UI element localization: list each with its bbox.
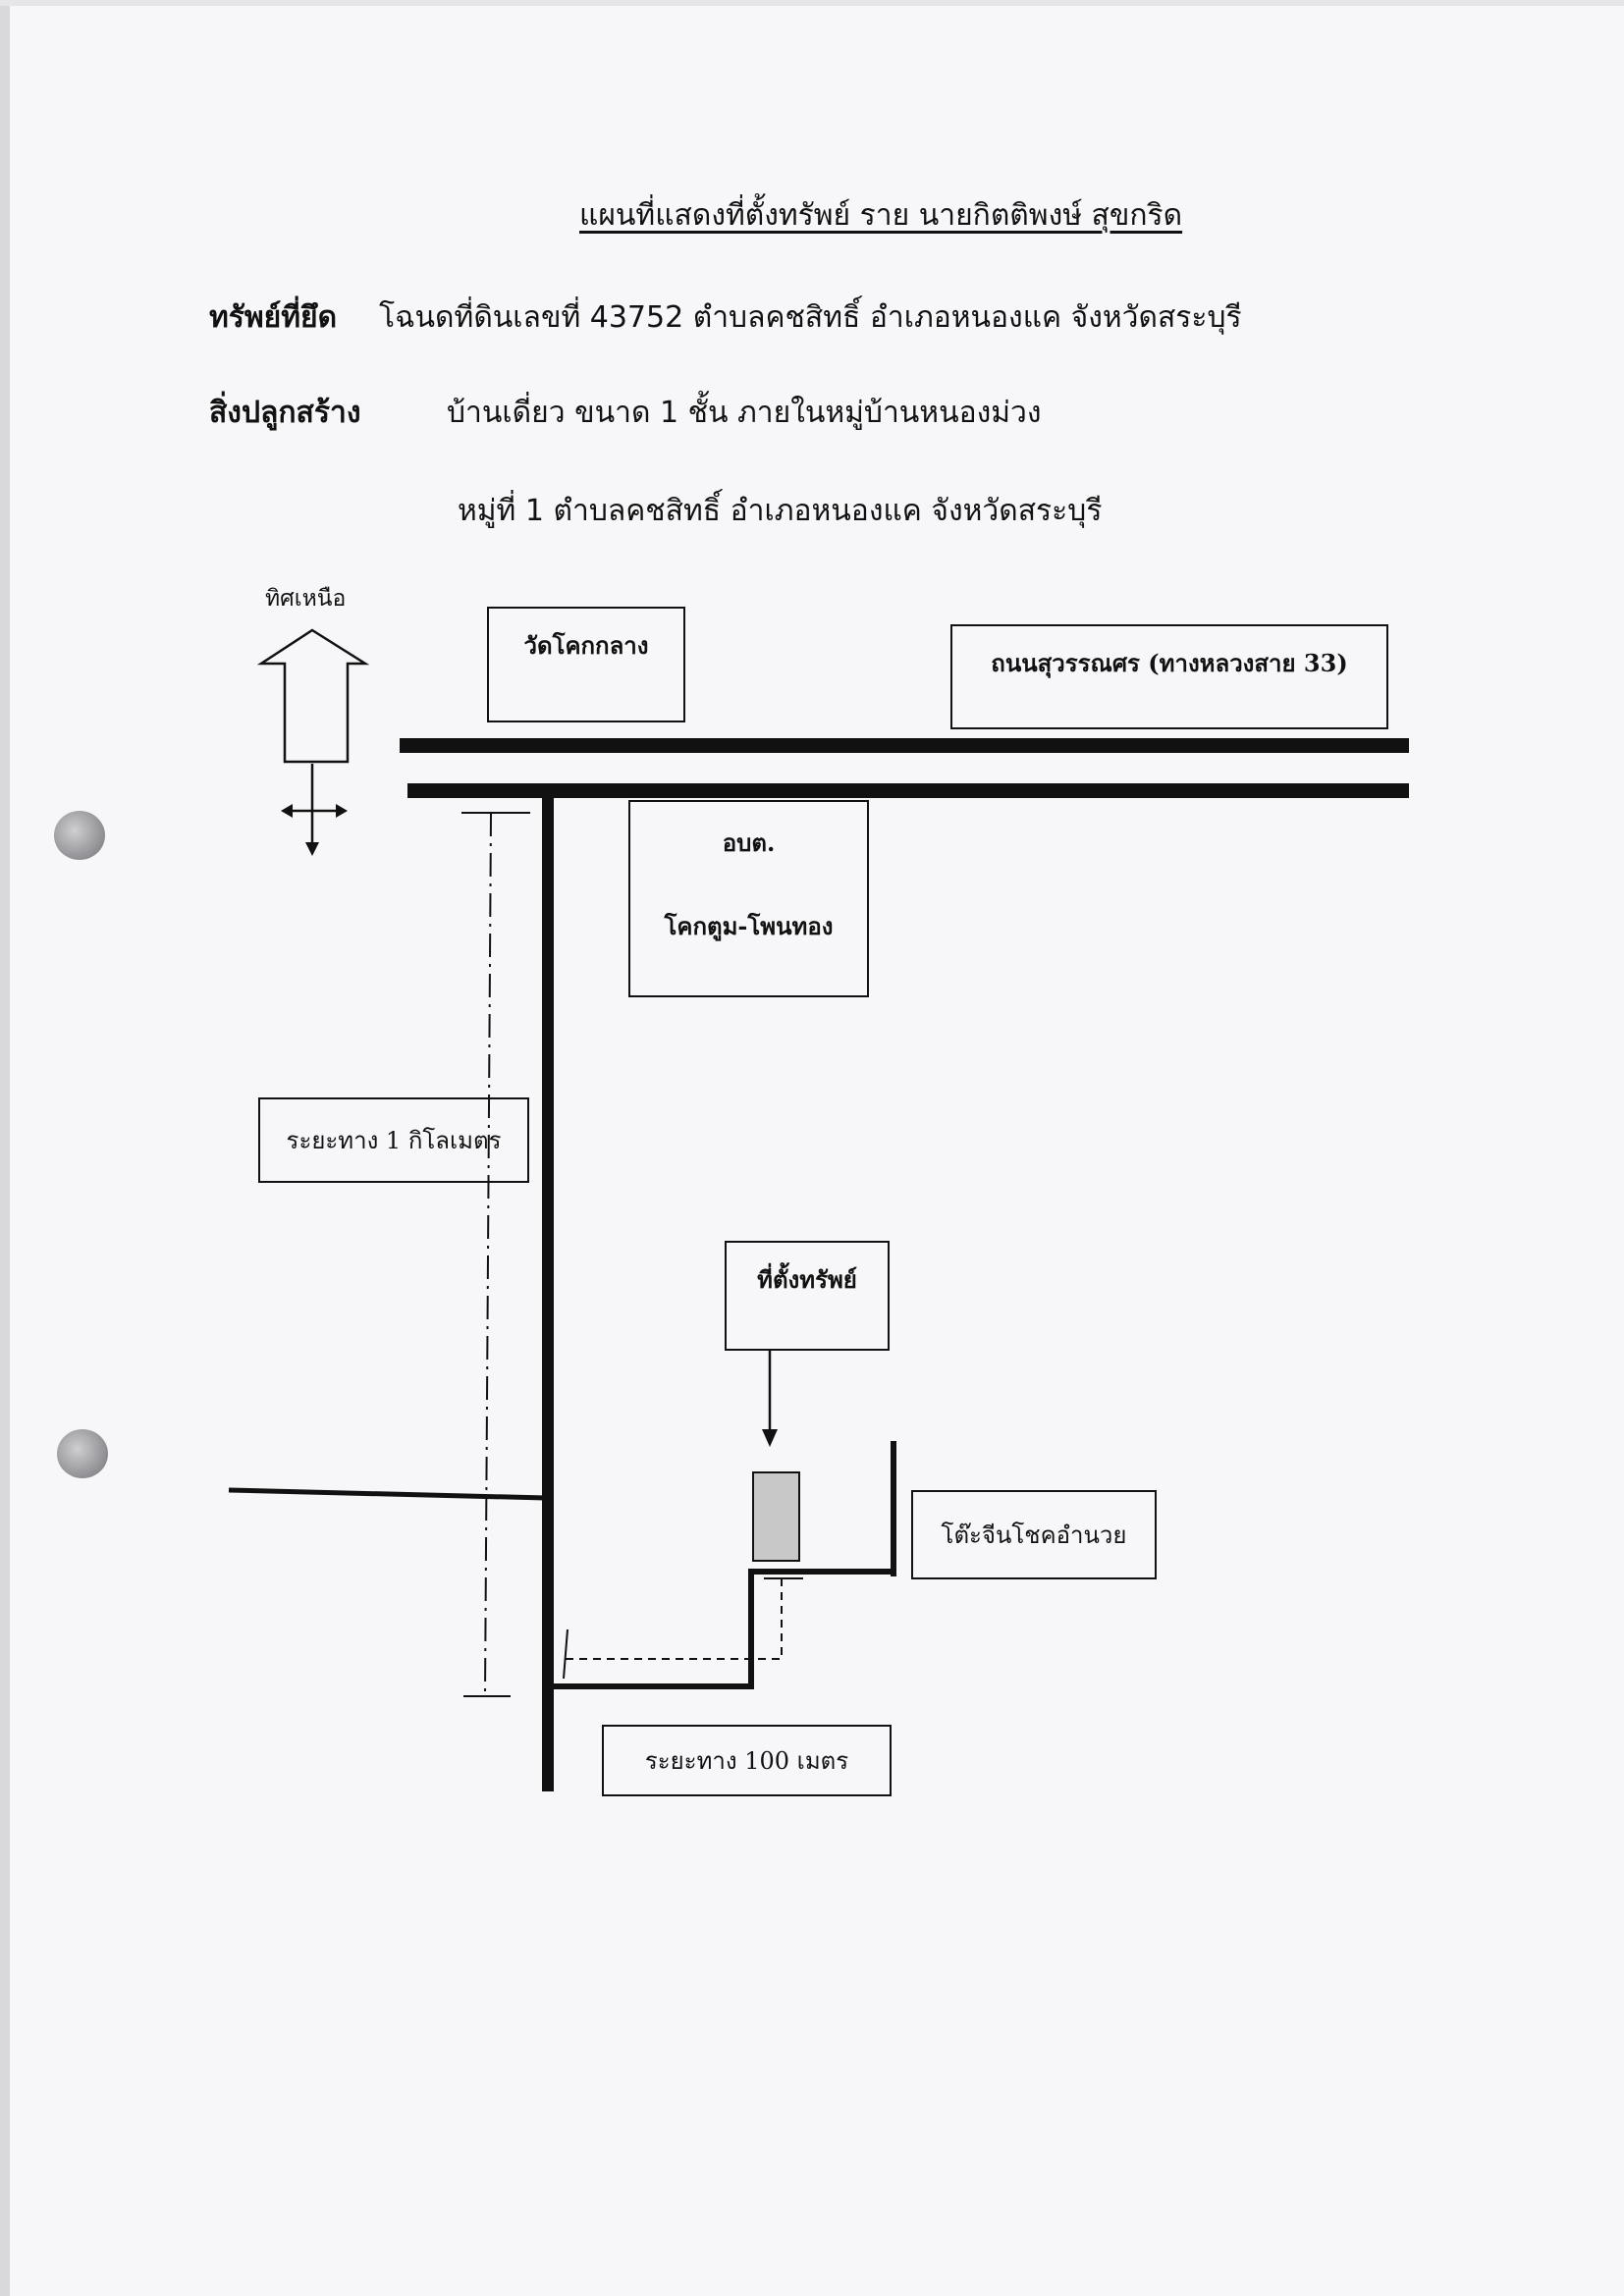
shop-label: โต๊ะจีนโชคอำนวย — [941, 1522, 1127, 1549]
shop-box: โต๊ะจีนโชคอำนวย — [911, 1490, 1157, 1579]
village-road — [542, 795, 554, 1791]
side-road — [228, 1487, 547, 1501]
property-location-label: ที่ตั้งทรัพย์ — [757, 1265, 857, 1294]
sao-label-line1: อบต. — [722, 828, 776, 857]
seized-property-text: โฉนดที่ดินเลขที่ 43752 ตำบลคชสิทธิ์ อำเภ… — [379, 300, 1242, 335]
highway-line-north — [400, 738, 1409, 753]
punch-hole — [54, 811, 105, 860]
building-text-line2: หมู่ที่ 1 ตำบลคชสิทธิ์ อำเภอหนองแค จังหว… — [458, 494, 1103, 528]
distance-100m-label: ระยะทาง 100 เมตร — [644, 1747, 849, 1775]
temple-box: วัดโคกกลาง — [487, 607, 685, 722]
property-location-box: ที่ตั้งทรัพย์ — [725, 1241, 890, 1351]
distance-1km-label: ระยะทาง 1 กิโลเมตร — [286, 1127, 502, 1154]
property-building — [752, 1471, 800, 1562]
north-arrow-icon — [256, 628, 370, 764]
building-label: สิ่งปลูกสร้าง — [209, 396, 361, 430]
distance-100m-line — [563, 1576, 803, 1680]
down-arrow-icon — [762, 1350, 778, 1447]
sao-label-line2: โคกตูม-โพนทอง — [664, 912, 834, 940]
road-name-label: ถนนสุวรรณศร (ทางหลวงสาย 33) — [991, 649, 1348, 677]
compass-cross-icon — [281, 764, 348, 856]
document-title: แผนที่แสดงที่ตั้งทรัพย์ ราย นายกิตติพงษ์… — [579, 198, 1183, 233]
distance-1km-box: ระยะทาง 1 กิโลเมตร — [258, 1097, 529, 1183]
seized-property-label: ทรัพย์ที่ยึด — [209, 300, 338, 335]
distance-1km-line — [461, 812, 530, 1697]
property-access-road — [552, 1441, 896, 1689]
north-label: ทิศเหนือ — [265, 586, 347, 612]
sao-office-box: อบต. โคกตูม-โพนทอง — [628, 800, 869, 997]
distance-100m-box: ระยะทาง 100 เมตร — [602, 1725, 892, 1796]
temple-label: วัดโคกกลาง — [523, 631, 649, 660]
road-name-box: ถนนสุวรรณศร (ทางหลวงสาย 33) — [950, 624, 1388, 729]
page-edge — [0, 0, 10, 2296]
page-edge-top — [0, 0, 1624, 6]
highway-line-south — [407, 783, 1409, 798]
punch-hole — [57, 1429, 108, 1478]
building-text-line1: บ้านเดี่ยว ขนาด 1 ชั้น ภายในหมู่บ้านหนอง… — [447, 396, 1042, 430]
